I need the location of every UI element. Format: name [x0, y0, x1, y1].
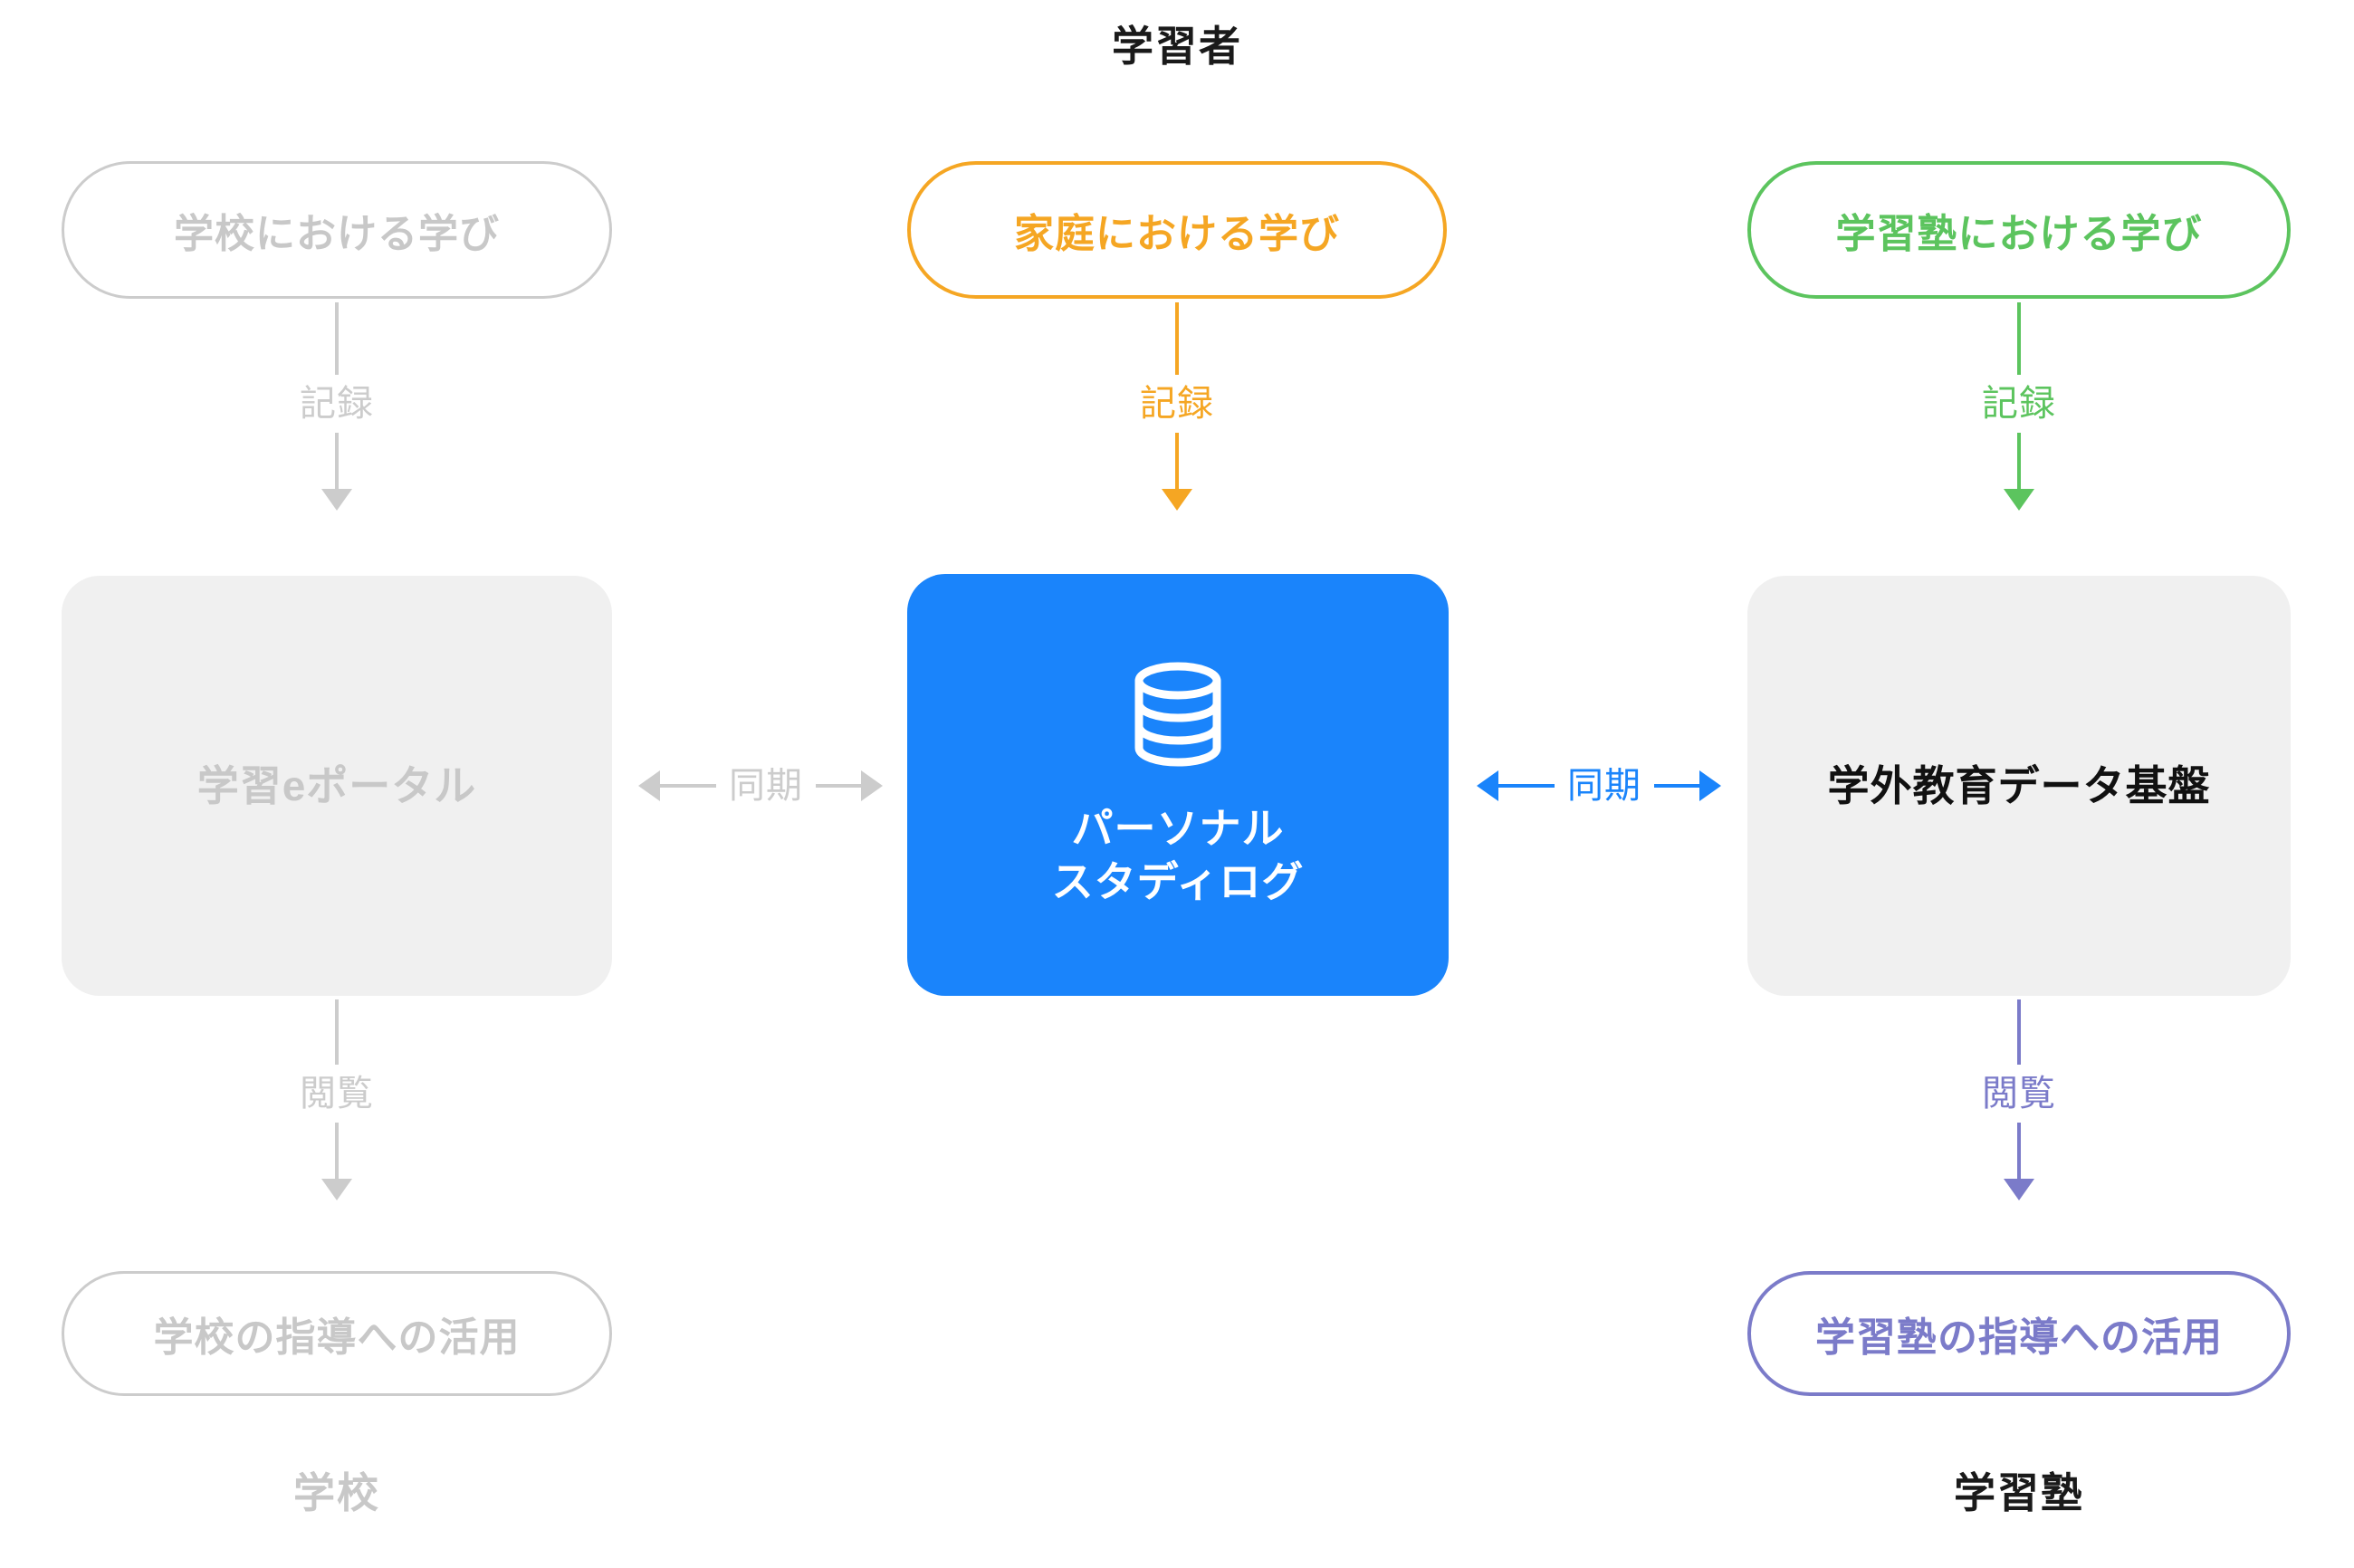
arrow-sync-left-label: 同期: [729, 766, 803, 806]
card-learning-eportal-label: 学習eポータル: [196, 761, 477, 809]
pill-juku-learning-label: 学習塾における学び: [1835, 212, 2203, 256]
database-icon: [1129, 662, 1227, 771]
arrow-home-record: 記録: [1140, 302, 1213, 511]
section-title-school: 学校: [293, 1469, 380, 1516]
arrow-sync-left-head-right-icon: [861, 770, 883, 801]
pill-juku-learning[interactable]: 学習塾における学び: [1747, 161, 2291, 299]
card-external-education-data-platform[interactable]: 学外教育データ基盤: [1747, 576, 2291, 996]
pill-home-learning[interactable]: 家庭における学び: [907, 161, 1447, 299]
arrow-juku-view-label: 閲覧: [1982, 1074, 2056, 1114]
arrow-juku-record-head-icon: [2004, 489, 2034, 511]
arrow-juku-record-label: 記録: [1982, 384, 2056, 424]
pill-school-learning-label: 学校における学び: [174, 212, 500, 256]
card-personal-study-log-label: パーソナル スタディログ: [1052, 802, 1305, 909]
arrow-sync-right-head-left-icon: [1477, 770, 1498, 801]
arrow-school-view: 閲覧: [300, 999, 373, 1200]
section-title-juku: 学習塾: [1954, 1469, 2084, 1516]
arrow-home-record-head-icon: [1162, 489, 1192, 511]
arrow-juku-record: 記録: [1982, 302, 2055, 511]
arrow-sync-left-line-b: [816, 784, 861, 788]
arrow-sync-right-line-b: [1654, 784, 1699, 788]
arrow-school-view-head-icon: [321, 1179, 352, 1200]
arrow-school-record-label: 記録: [300, 384, 374, 424]
arrow-juku-view-line-top: [2017, 999, 2021, 1065]
arrow-sync-left-line-a: [660, 784, 716, 788]
arrow-school-record-line-bottom: [335, 433, 339, 489]
arrow-sync-right: 同期: [1452, 759, 1746, 813]
arrow-school-view-label: 閲覧: [300, 1074, 374, 1114]
arrow-school-record-line-top: [335, 302, 339, 375]
arrow-sync-right-head-right-icon: [1699, 770, 1721, 801]
pill-juku-guidance-use-label: 学習塾の指導への活用: [1815, 1315, 2223, 1360]
pill-school-guidance-use[interactable]: 学校の指導への活用: [62, 1271, 612, 1396]
arrow-sync-right-label: 同期: [1567, 766, 1641, 806]
arrow-school-record-head-icon: [321, 489, 352, 511]
arrow-school-view-line-top: [335, 999, 339, 1065]
pill-home-learning-label: 家庭における学び: [1014, 212, 1340, 256]
arrow-home-record-line-top: [1175, 302, 1179, 375]
arrow-juku-record-line-top: [2017, 302, 2021, 375]
arrow-juku-view: 閲覧: [1982, 999, 2055, 1200]
pill-school-learning[interactable]: 学校における学び: [62, 161, 612, 299]
arrow-sync-left-head-left-icon: [638, 770, 660, 801]
card-personal-study-log[interactable]: パーソナル スタディログ: [907, 574, 1449, 996]
arrow-juku-record-line-bottom: [2017, 433, 2021, 489]
arrow-school-view-line-bottom: [335, 1123, 339, 1179]
card-external-education-data-platform-label: 学外教育データ基盤: [1827, 761, 2211, 809]
arrow-school-record: 記録: [300, 302, 373, 511]
arrow-home-record-label: 記録: [1140, 384, 1214, 424]
pill-school-guidance-use-label: 学校の指導への活用: [153, 1315, 521, 1360]
card-personal-study-log-line1: パーソナル: [1071, 804, 1285, 852]
section-title-learner: 学習者: [1112, 23, 1242, 70]
arrow-juku-view-head-icon: [2004, 1179, 2034, 1200]
arrow-home-record-line-bottom: [1175, 433, 1179, 489]
card-learning-eportal[interactable]: 学習eポータル: [62, 576, 612, 996]
arrow-sync-left: 同期: [616, 759, 905, 813]
arrow-juku-view-line-bottom: [2017, 1123, 2021, 1179]
arrow-sync-right-line-a: [1498, 784, 1555, 788]
card-personal-study-log-line2: スタディログ: [1051, 857, 1305, 905]
pill-juku-guidance-use[interactable]: 学習塾の指導への活用: [1747, 1271, 2291, 1396]
